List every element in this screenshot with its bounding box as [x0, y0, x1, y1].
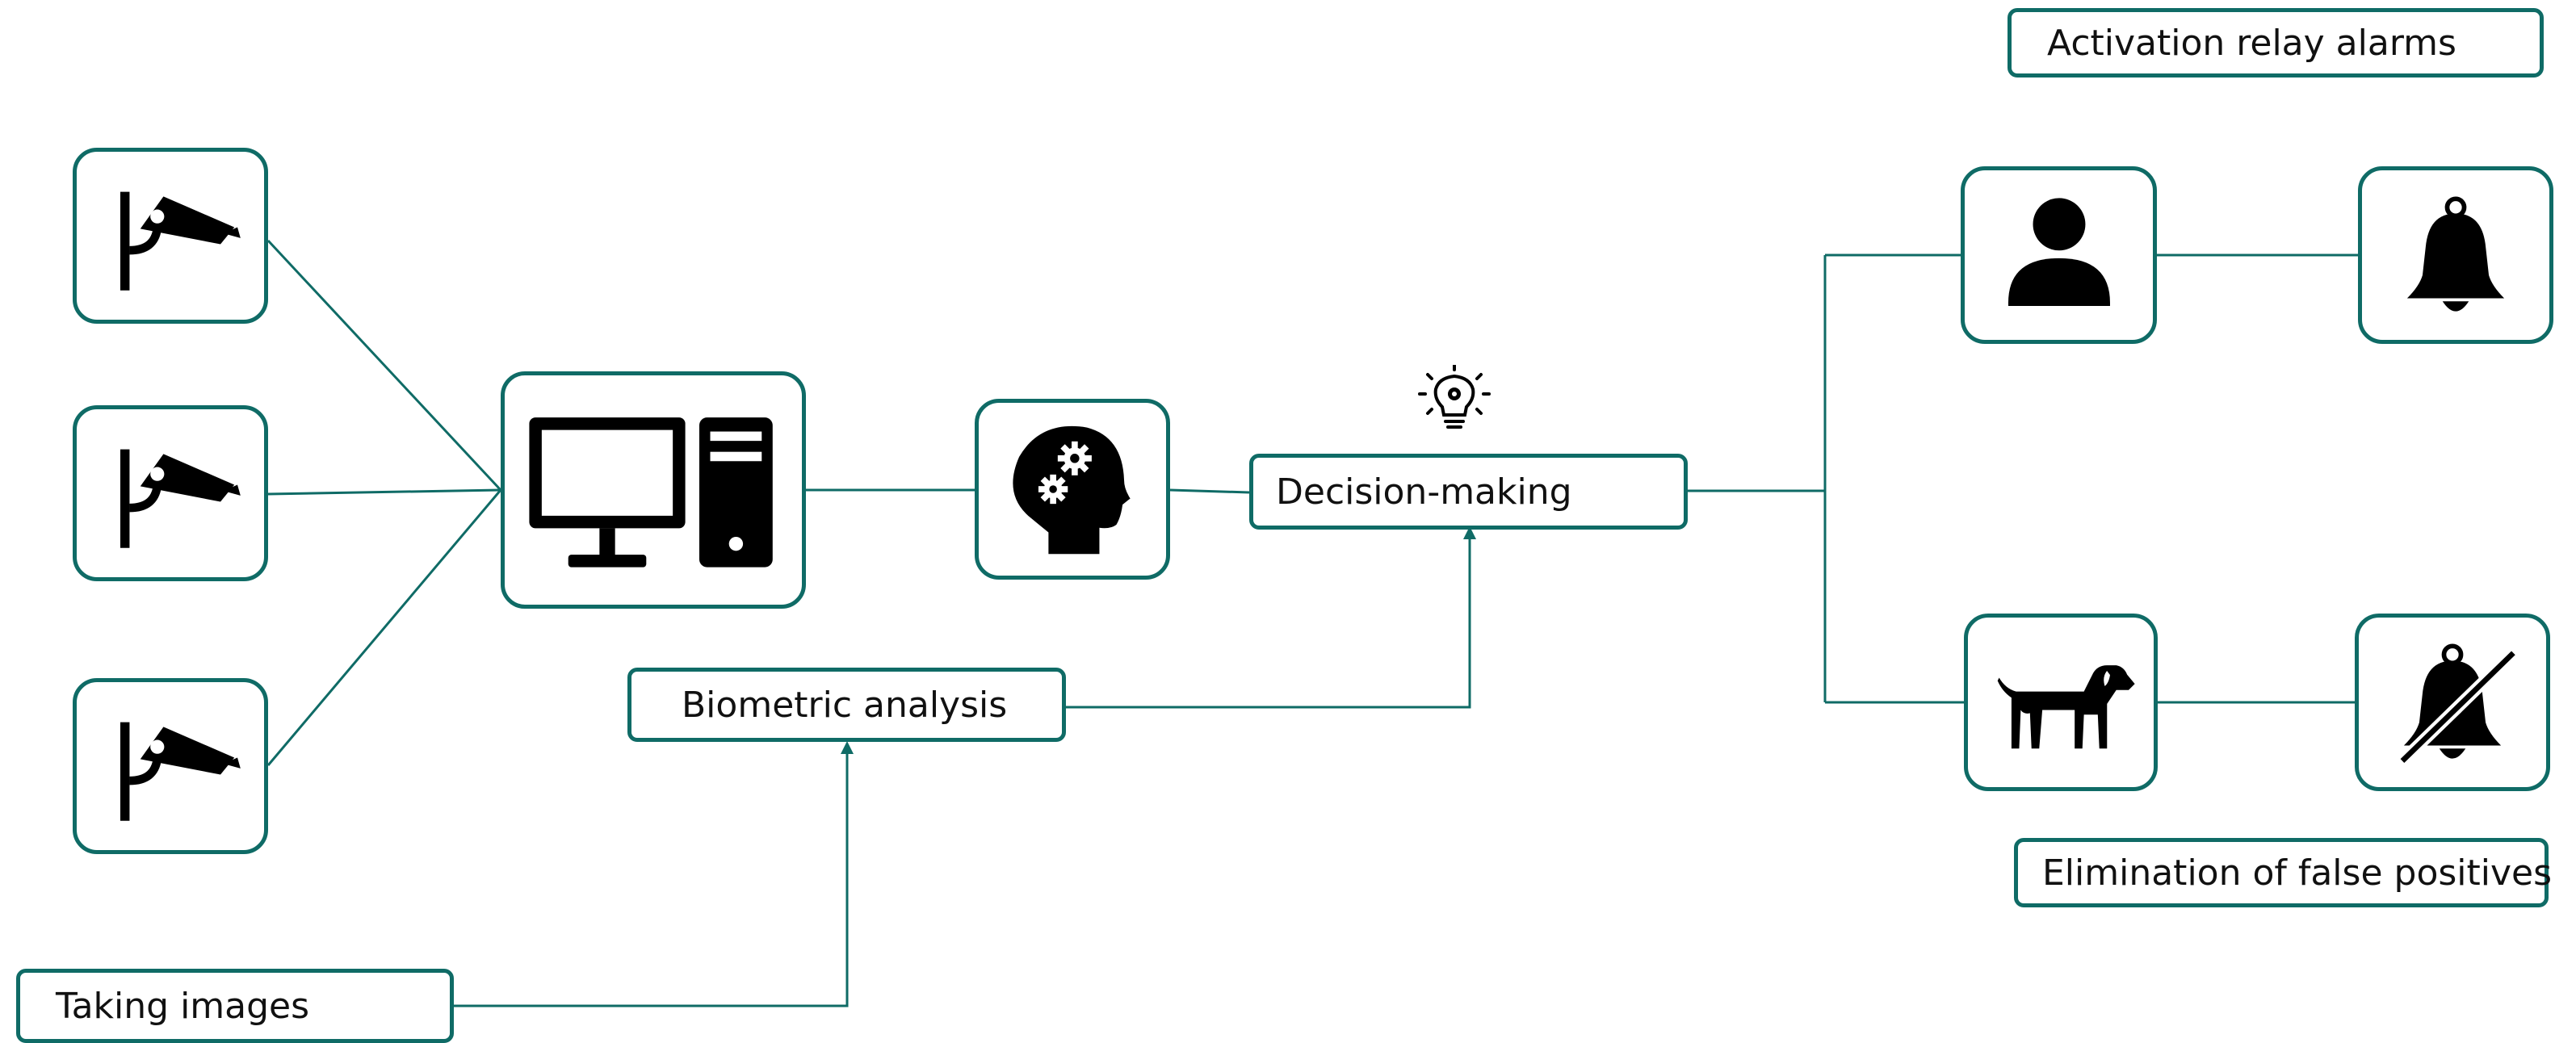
brain-gears-icon	[1013, 425, 1131, 555]
cctv-camera-icon	[120, 449, 241, 548]
lightbulb-icon	[1418, 363, 1491, 438]
camera-node-1	[73, 148, 268, 324]
cctv-camera-icon	[120, 722, 241, 821]
activation-relay-alarms-text: Activation relay alarms	[2047, 22, 2456, 64]
computer-node	[501, 371, 806, 609]
activation-relay-alarms-label: Activation relay alarms	[2008, 8, 2544, 77]
bell-off-node	[2355, 614, 2550, 791]
biometric-analysis-label: Biometric analysis	[627, 668, 1066, 742]
taking-images-text: Taking images	[56, 985, 310, 1027]
camera-node-2	[73, 405, 268, 581]
taking-images-label: Taking images	[16, 969, 454, 1043]
dog-icon	[1997, 665, 2135, 749]
camera-node-3	[73, 678, 268, 854]
elimination-false-positives-label: Elimination of false positives	[2014, 838, 2553, 907]
elimination-false-positives-text: Elimination of false positives	[2042, 852, 2553, 894]
person-node	[1961, 166, 2157, 344]
bell-icon	[2406, 196, 2505, 312]
decision-making-text: Decision-making	[1276, 471, 1572, 513]
person-icon	[2008, 198, 2110, 306]
dog-node	[1964, 614, 2158, 791]
biometric-analysis-text: Biometric analysis	[682, 684, 1008, 726]
desktop-computer-icon	[529, 417, 773, 568]
brain-node	[975, 399, 1170, 580]
cctv-camera-icon	[120, 191, 241, 291]
bell-off-icon	[2398, 643, 2518, 766]
decision-making-label: Decision-making	[1249, 454, 1688, 530]
bell-node	[2358, 166, 2553, 344]
